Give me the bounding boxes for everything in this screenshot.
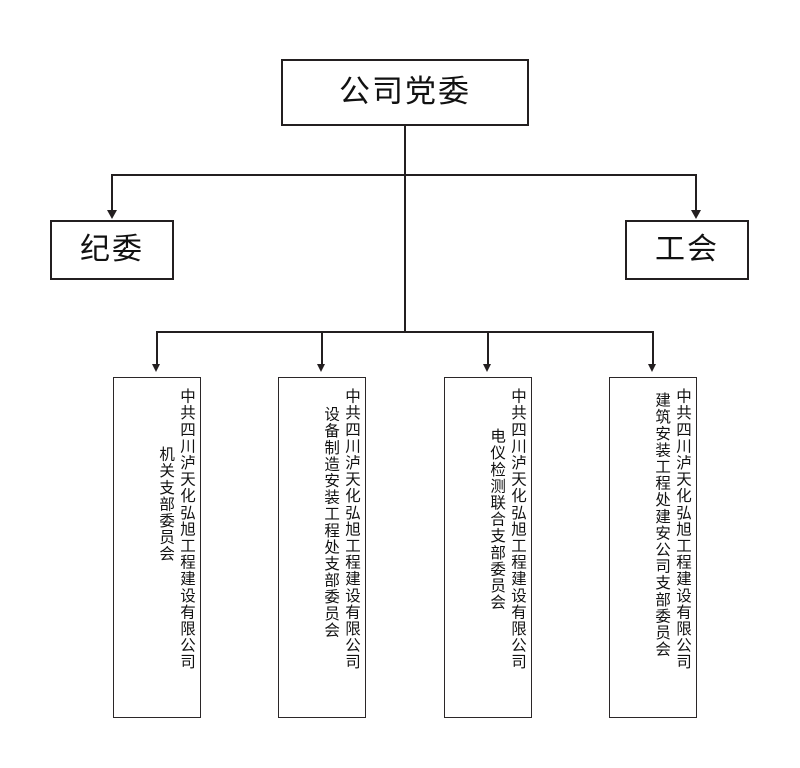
- level2-right-arrow-icon: [691, 210, 701, 219]
- branch-1-company-label: 中共四川泸天化弘旭工程建设有限公司: [178, 388, 196, 671]
- node-labor-union[interactable]: 工会: [625, 220, 749, 280]
- branch-3-company-label: 中共四川泸天化弘旭工程建设有限公司: [509, 388, 527, 671]
- node-root-label: 公司党委: [339, 74, 471, 110]
- branch-4-drop-connector: [652, 331, 654, 367]
- level3-horizontal-connector: [156, 331, 653, 333]
- branch-3-drop-connector: [487, 331, 489, 367]
- branch-2-branch-label: 设备制造安装工程处支部委员会: [322, 406, 341, 639]
- branch-1-arrow-icon: [152, 364, 160, 372]
- branch-1-drop-connector: [156, 331, 158, 367]
- trunk-vertical-connector: [404, 126, 406, 332]
- node-branch-1[interactable]: 机关支部委员会 中共四川泸天化弘旭工程建设有限公司: [113, 377, 201, 718]
- branch-2-company-label: 中共四川泸天化弘旭工程建设有限公司: [343, 388, 361, 671]
- node-branch-3[interactable]: 电仪检测联合支部委员会 中共四川泸天化弘旭工程建设有限公司: [444, 377, 532, 718]
- branch-2-arrow-icon: [317, 364, 325, 372]
- node-discipline-committee-label: 纪委: [80, 232, 144, 267]
- branch-4-arrow-icon: [648, 364, 656, 372]
- level2-right-drop-connector: [695, 174, 697, 212]
- branch-3-arrow-icon: [483, 364, 491, 372]
- node-discipline-committee[interactable]: 纪委: [50, 220, 174, 280]
- level2-left-drop-connector: [111, 174, 113, 212]
- branch-1-text-wrap: 机关支部委员会 中共四川泸天化弘旭工程建设有限公司: [114, 384, 200, 717]
- node-branch-4[interactable]: 建筑安装工程处建安公司支部委员会 中共四川泸天化弘旭工程建设有限公司: [609, 377, 697, 718]
- branch-4-branch-label: 建筑安装工程处建安公司支部委员会: [653, 392, 672, 658]
- branch-1-branch-label: 机关支部委员会: [157, 446, 176, 563]
- branch-2-drop-connector: [321, 331, 323, 367]
- branch-2-text-wrap: 设备制造安装工程处支部委员会 中共四川泸天化弘旭工程建设有限公司: [279, 384, 365, 717]
- branch-4-text-wrap: 建筑安装工程处建安公司支部委员会 中共四川泸天化弘旭工程建设有限公司: [610, 384, 696, 717]
- branch-3-text-wrap: 电仪检测联合支部委员会 中共四川泸天化弘旭工程建设有限公司: [445, 384, 531, 717]
- level2-left-arrow-icon: [107, 210, 117, 219]
- branch-3-branch-label: 电仪检测联合支部委员会: [488, 428, 507, 611]
- branch-4-company-label: 中共四川泸天化弘旭工程建设有限公司: [674, 388, 692, 671]
- level2-horizontal-connector: [112, 174, 696, 176]
- node-labor-union-label: 工会: [655, 232, 719, 267]
- node-company-party-committee[interactable]: 公司党委: [281, 59, 529, 126]
- node-branch-2[interactable]: 设备制造安装工程处支部委员会 中共四川泸天化弘旭工程建设有限公司: [278, 377, 366, 718]
